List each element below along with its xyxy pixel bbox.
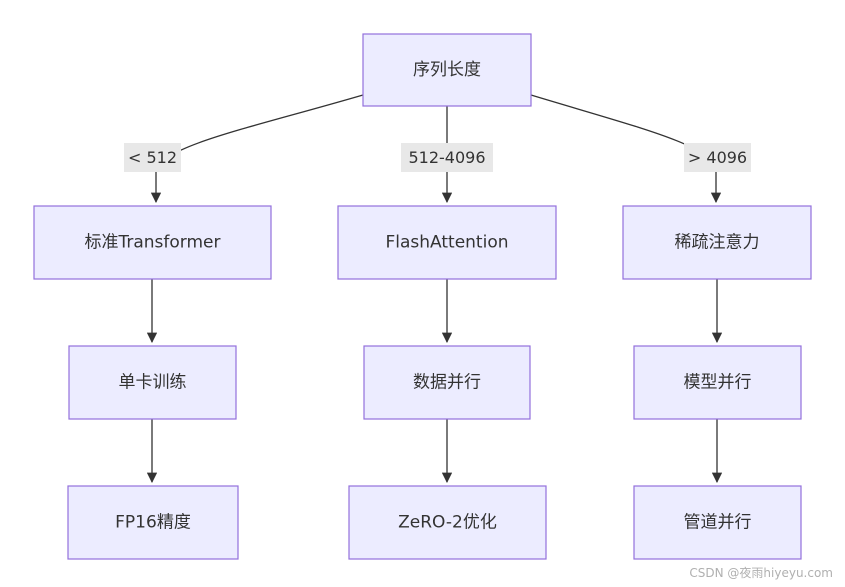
- edge-label-branch-2-text: 512-4096: [408, 148, 485, 167]
- branch-2-node-level-1-label: FlashAttention: [385, 233, 508, 253]
- watermark: CSDN @夜雨hiyeyu.com: [689, 566, 833, 580]
- branch-3-node-level-3-label: 管道并行: [684, 513, 752, 533]
- branch-2-node-level-2: 数据并行: [363, 345, 531, 420]
- edge-label-branch-3: > 4096: [684, 143, 751, 172]
- root-node: 序列长度: [362, 33, 532, 107]
- branch-3-node-level-3: 管道并行: [633, 485, 802, 560]
- edge-label-branch-2: 512-4096: [401, 143, 493, 172]
- branch-3-node-level-2: 模型并行: [633, 345, 802, 420]
- branch-1-node-level-2-label: 单卡训练: [119, 373, 187, 393]
- branch-2-node-level-2-label: 数据并行: [413, 373, 481, 393]
- branch-1-node-level-1: 标准Transformer: [33, 205, 272, 280]
- edge-root-to-branch-1: [150, 94, 364, 204]
- branch-1-node-level-3: FP16精度: [67, 485, 239, 560]
- edge-label-branch-3-text: > 4096: [688, 148, 747, 167]
- branch-2-node-level-3: ZeRO-2优化: [348, 485, 547, 560]
- branch-3-node-level-2-label: 模型并行: [684, 373, 752, 393]
- branch-1-node-level-3-label: FP16精度: [115, 513, 191, 533]
- branch-1-node-level-1-label: 标准Transformer: [84, 233, 220, 253]
- branch-1-node-level-2: 单卡训练: [68, 345, 237, 420]
- branch-3-node-level-1-label: 稀疏注意力: [675, 233, 760, 253]
- branch-2-node-level-1: FlashAttention: [337, 205, 557, 280]
- edge-label-branch-1: < 512: [124, 143, 181, 172]
- root-node-label: 序列长度: [413, 60, 481, 80]
- edge-label-branch-1-text: < 512: [128, 148, 177, 167]
- branch-2-node-level-3-label: ZeRO-2优化: [398, 513, 497, 533]
- branch-3-node-level-1: 稀疏注意力: [622, 205, 812, 280]
